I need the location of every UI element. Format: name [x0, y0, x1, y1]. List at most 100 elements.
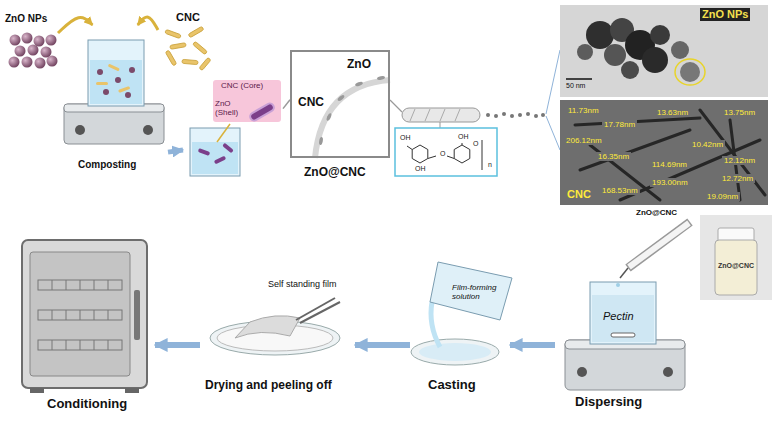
fiber [486, 113, 490, 117]
beaker [90, 60, 142, 104]
measurement-label: 19.09nm [705, 192, 740, 201]
cellulose-structure [482, 140, 483, 170]
measurement-label: 17.78nm [602, 120, 637, 129]
fiber [518, 113, 522, 117]
oven [22, 240, 147, 393]
composite-beaker [214, 156, 227, 165]
oven [108, 310, 109, 320]
oven [66, 280, 67, 290]
magnetic-stirrer [143, 125, 153, 135]
oven [80, 340, 81, 350]
casting-dish [411, 262, 512, 365]
node-label: ZnO (Shell) [215, 99, 245, 117]
fiber [502, 112, 506, 116]
fiber [494, 114, 498, 118]
measurement-label: 114.69nm [650, 160, 689, 169]
measurement-label: 168.53nm [600, 186, 640, 195]
tem-image [650, 25, 670, 45]
node-label: ZnO NPs [5, 13, 47, 25]
fiber [510, 114, 514, 118]
node-label: Composting [78, 159, 136, 171]
node-label: CNC [565, 188, 593, 201]
zno-particles [10, 35, 21, 46]
cellulose-structure [407, 146, 412, 150]
node-label: Film-forming solution [452, 283, 506, 301]
magnetic-stirrer [663, 367, 673, 377]
beaker [96, 82, 108, 85]
oven [66, 340, 67, 350]
flow-arrow [510, 342, 555, 348]
vial-photo [715, 240, 757, 295]
cnc-rods [165, 26, 211, 70]
process-step: Composting [60, 25, 168, 173]
zno-particles [9, 57, 20, 68]
casting-dish [430, 262, 512, 320]
magnetic-stirrer [565, 340, 685, 390]
oven [80, 310, 81, 320]
tem-image [621, 61, 639, 79]
tem-image [575, 118, 700, 125]
shell-layer [326, 113, 333, 122]
tem-image [642, 47, 668, 73]
beaker [88, 40, 144, 106]
oven [125, 388, 139, 393]
beaker [118, 86, 130, 93]
material-icon: CNC [158, 5, 215, 70]
cellulose-structure [447, 156, 454, 159]
composite-beaker [190, 124, 240, 176]
chemical-label: OH [456, 133, 471, 141]
node-label: Casting [428, 378, 476, 393]
process-step: Film-forming solutionCasting [410, 265, 510, 395]
cellulose-structure [395, 128, 497, 176]
core-shell-inset [213, 80, 281, 122]
casting-dish [431, 302, 440, 347]
zno-particles [15, 46, 26, 57]
core-shell-inset: CNC (Core)ZnO (Shell) [183, 78, 283, 180]
fiber [440, 122, 441, 128]
magnetic-stirrer [611, 333, 635, 337]
oven [108, 280, 109, 290]
flow-arrow [355, 342, 410, 348]
node-label: Self standing film [268, 279, 337, 289]
cnc-rods [193, 41, 208, 54]
chemical-label: OH [413, 165, 428, 173]
measurement-label: 12.72nm [720, 174, 755, 183]
beaker [97, 69, 103, 75]
petri-dish [296, 298, 335, 320]
node-label: Pectin [603, 310, 634, 323]
shell-layer [319, 137, 324, 146]
tem-image [560, 5, 768, 97]
cnc-rods [165, 29, 181, 38]
chemical-label: OH [398, 134, 413, 142]
zno-particles [41, 47, 52, 58]
cnc-rods [182, 59, 198, 64]
fiber [390, 100, 402, 112]
cnc-rods [170, 43, 186, 50]
sample-label: ZnO@CNC [636, 208, 677, 217]
shell-layer [355, 81, 364, 87]
measurement-label: 206.12nm [564, 136, 604, 145]
shell-layer [377, 76, 386, 81]
syringe [628, 222, 690, 268]
magnetic-stirrer [64, 104, 164, 144]
cellulose-structure [454, 145, 470, 163]
measurement-label: 12.12nm [722, 156, 757, 165]
node-label: CNC [176, 11, 200, 24]
fiber [546, 50, 560, 114]
oven [52, 280, 53, 290]
fiber [402, 108, 480, 122]
process-step: Self standing filmDrying and peeling off [200, 275, 355, 395]
tem-panel: ZnO NPs50 nm [560, 5, 768, 97]
petri-dish [300, 302, 340, 323]
shell-layer [315, 76, 390, 158]
fiber [546, 116, 560, 150]
shell-layer [337, 94, 345, 102]
oven [52, 310, 53, 320]
magnetic-stirrer [64, 104, 164, 144]
vial-label: ZnO@CNC [718, 262, 754, 270]
magnetic-stirrer [592, 295, 654, 342]
cnc-rods [199, 57, 211, 70]
oven [66, 310, 67, 320]
